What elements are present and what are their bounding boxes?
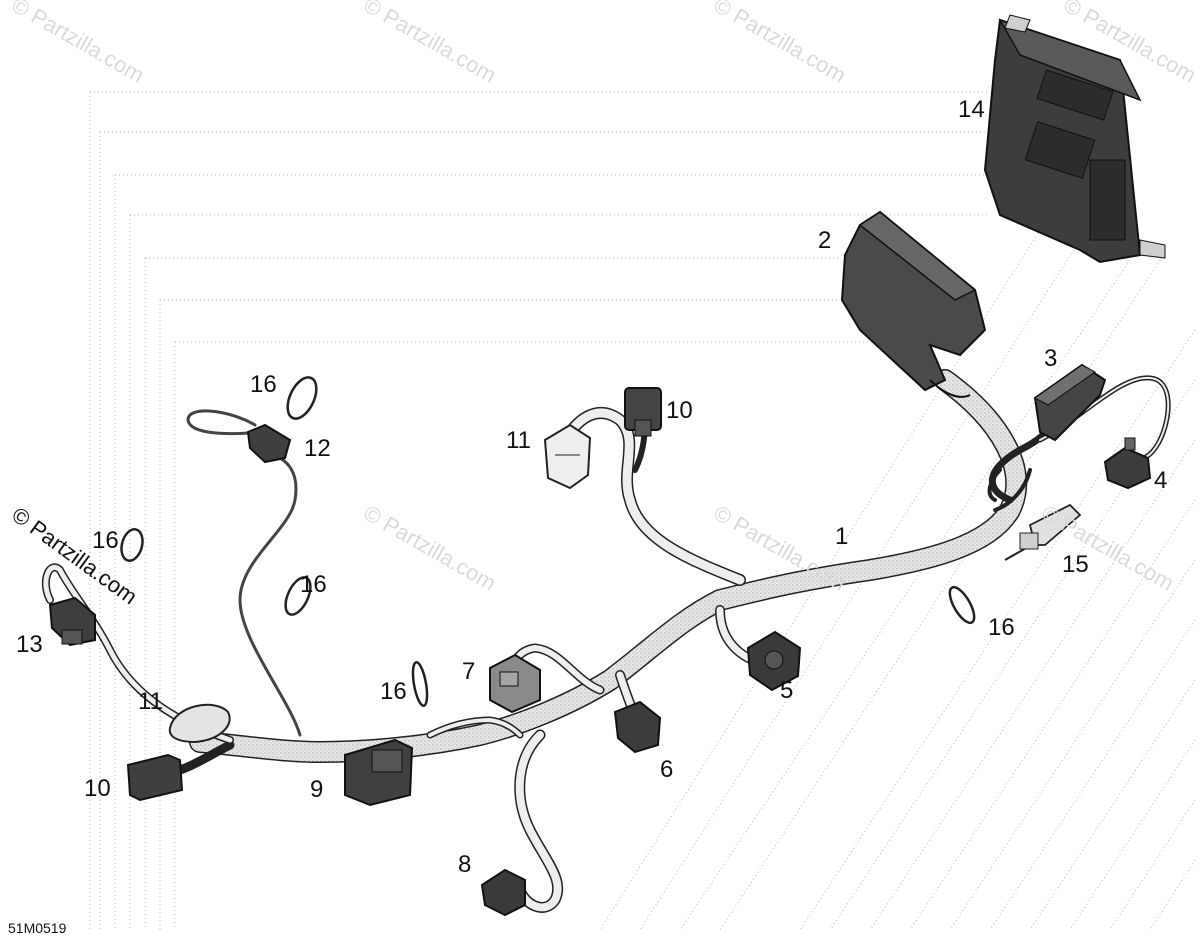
part-10-connector-bottom (126, 753, 184, 802)
callout-16-a: 16 (250, 371, 277, 398)
callout-12: 12 (304, 435, 331, 462)
part-7-connector (489, 653, 541, 714)
callout-8: 8 (458, 851, 472, 878)
callout-9: 9 (310, 776, 324, 803)
callout-1: 1 (835, 523, 849, 550)
callout-16-b: 16 (92, 527, 119, 554)
callout-5: 5 (780, 677, 794, 704)
part-9-connector (344, 738, 414, 807)
part-4-connector (1103, 437, 1152, 490)
part-10-connector-top (624, 387, 662, 437)
callout-7: 7 (462, 658, 476, 685)
callout-16-c: 16 (300, 571, 327, 598)
part-6-connector (613, 700, 662, 754)
callout-10-bottom: 10 (84, 775, 111, 802)
part-3-connector (1033, 363, 1107, 442)
part-15-sensor (1004, 503, 1082, 561)
callout-14: 14 (958, 96, 985, 123)
part-2-ecu-connector (840, 210, 987, 398)
o-rings (120, 376, 976, 707)
main-harness (41, 369, 1171, 913)
part-8-connector (480, 868, 526, 917)
part-11-connector-bottom (168, 703, 231, 744)
callout-3: 3 (1044, 345, 1058, 372)
callout-2: 2 (818, 227, 832, 254)
callout-11-top: 11 (506, 427, 531, 454)
callout-10-top: 10 (666, 397, 693, 424)
callout-15: 15 (1062, 551, 1089, 578)
callout-6: 6 (660, 756, 674, 783)
part-12-clip (246, 423, 292, 464)
callout-4: 4 (1154, 467, 1168, 494)
part-14-fuse-box (983, 14, 1166, 264)
part-11-connector-top (543, 423, 592, 490)
callout-11-bottom: 11 (138, 688, 163, 715)
callout-13: 13 (16, 631, 43, 658)
part-13-sensor (48, 596, 96, 647)
part-5-connector (746, 630, 802, 692)
callout-16-d: 16 (380, 678, 407, 705)
callout-16-e: 16 (988, 614, 1015, 641)
grid-lines (89, 91, 1196, 931)
reference-code: 51M0519 (8, 920, 67, 936)
